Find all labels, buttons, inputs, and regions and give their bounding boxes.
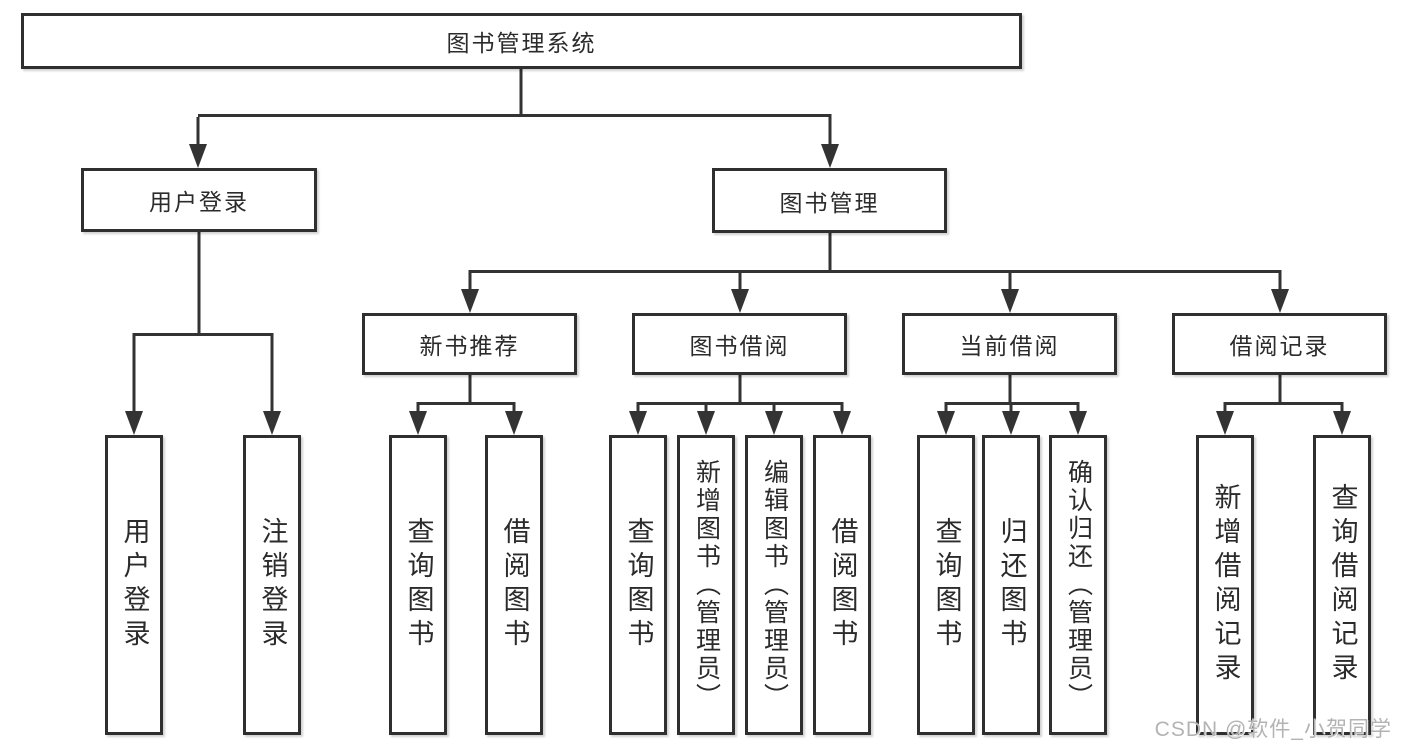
node-leaf-query-books-1: 查询图书	[389, 435, 447, 735]
node-book-borrowing: 图书借阅	[632, 313, 847, 375]
node-leaf-borrow-books-1: 借阅图书	[485, 435, 543, 735]
node-leaf-return-books: 归还图书	[982, 435, 1040, 735]
node-current-borrowing: 当前借阅	[902, 313, 1117, 375]
node-leaf-add-books-admin: 新增图书（管理员）	[677, 435, 735, 735]
node-leaf-logout: 注销登录	[243, 435, 301, 735]
node-leaf-query-borrowing-record: 查询借阅记录	[1313, 435, 1371, 735]
node-user-login: 用户登录	[81, 168, 317, 232]
node-leaf-borrow-books-2: 借阅图书	[813, 435, 871, 735]
node-leaf-user-login: 用户登录	[105, 435, 163, 735]
node-new-book-recommendation: 新书推荐	[362, 313, 577, 375]
node-book-management: 图书管理	[712, 168, 947, 233]
node-leaf-add-borrowing-record: 新增借阅记录	[1196, 435, 1254, 735]
node-borrowing-records: 借阅记录	[1172, 313, 1387, 375]
node-leaf-confirm-return-admin: 确认归还（管理员）	[1049, 435, 1107, 735]
node-leaf-query-books-3: 查询图书	[917, 435, 975, 735]
node-leaf-edit-books-admin: 编辑图书（管理员）	[745, 435, 803, 735]
node-leaf-query-books-2: 查询图书	[609, 435, 667, 735]
csdn-watermark: CSDN @软件_小贺同学	[1154, 718, 1392, 741]
node-library-management-system: 图书管理系统	[21, 13, 1022, 69]
